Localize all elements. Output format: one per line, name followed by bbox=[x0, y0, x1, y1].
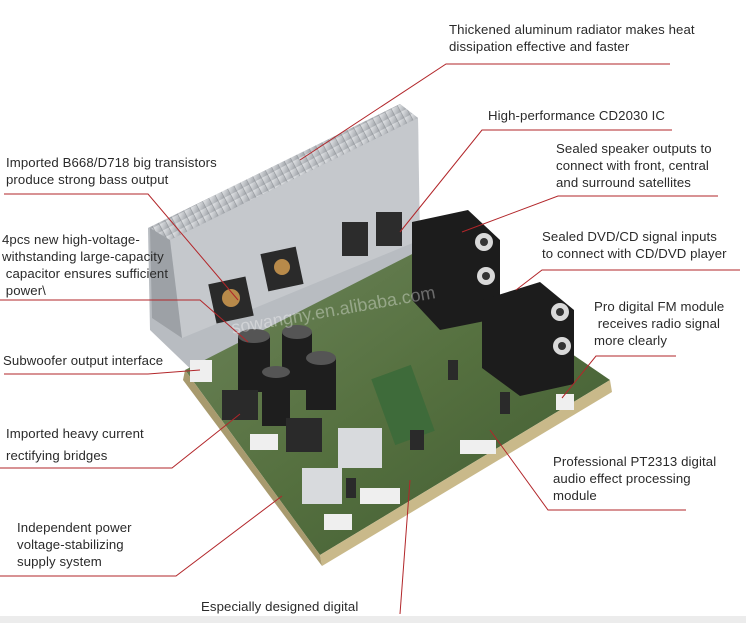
callout-fm-module: Pro digital FM module receives radio sig… bbox=[594, 299, 725, 348]
capacitors bbox=[238, 325, 336, 426]
callout-speaker-outputs: Sealed speaker outputs to connect with f… bbox=[556, 141, 712, 190]
callout-power-supply: Independent power voltage-stabilizing su… bbox=[17, 520, 132, 569]
callout-capacitors: 4pcs new high-voltage- withstanding larg… bbox=[2, 232, 169, 298]
callout-transistors: Imported B668/D718 big transistors produ… bbox=[6, 155, 217, 187]
callout-radiator: Thickened aluminum radiator makes heat d… bbox=[449, 22, 695, 54]
callout-lines bbox=[0, 63, 740, 615]
bottom-strip bbox=[0, 616, 746, 623]
callout-subwoofer: Subwoofer output interface bbox=[3, 353, 164, 368]
power-transistors bbox=[208, 212, 402, 324]
callout-ic: High-performance CD2030 IC bbox=[488, 108, 666, 123]
callout-digital: Especially designed digital bbox=[201, 599, 359, 614]
callout-rectifier: Imported heavy current rectifying bridge… bbox=[6, 426, 144, 463]
callout-pt2313: Professional PT2313 digital audio effect… bbox=[553, 454, 717, 503]
board-components bbox=[190, 360, 574, 530]
speaker-terminals bbox=[412, 210, 574, 396]
callout-signal-inputs: Sealed DVD/CD signal inputs to connect w… bbox=[542, 229, 727, 261]
